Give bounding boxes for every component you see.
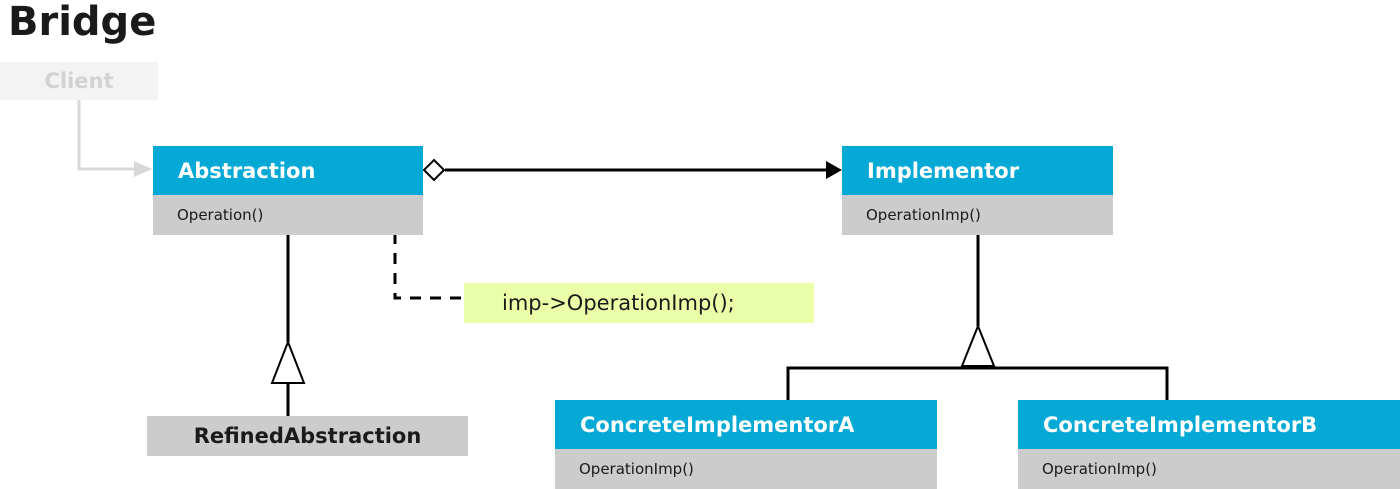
client-arrow-head xyxy=(134,161,152,177)
concrete-branch-line xyxy=(786,366,1169,400)
concrete-implementor-a-operation: OperationImp() xyxy=(555,449,937,489)
implementor-class-name: Implementor xyxy=(842,146,1113,195)
aggregation-diamond xyxy=(422,158,446,182)
concrete-implementor-b-name: ConcreteImplementorB xyxy=(1018,400,1400,449)
client-to-abstraction-line xyxy=(77,100,138,171)
refined-abstraction-class: RefinedAbstraction xyxy=(147,416,468,456)
implementor-operation: OperationImp() xyxy=(842,195,1113,235)
client-box: Client xyxy=(0,62,158,100)
refined-inheritance-triangle xyxy=(270,339,306,384)
concrete-implementor-a-name: ConcreteImplementorA xyxy=(555,400,937,449)
implementation-note: imp->OperationImp(); xyxy=(464,283,814,323)
abstraction-operation: Operation() xyxy=(153,195,423,235)
note-dashed-line xyxy=(393,233,464,300)
abstraction-class: Abstraction Operation() xyxy=(153,146,423,235)
concrete-implementor-b-class: ConcreteImplementorB OperationImp() xyxy=(1018,400,1400,489)
diagram-title: Bridge xyxy=(8,0,157,45)
aggregation-arrow-head xyxy=(826,161,842,179)
concrete-implementor-a-class: ConcreteImplementorA OperationImp() xyxy=(555,400,937,489)
concrete-implementor-b-operation: OperationImp() xyxy=(1018,449,1400,489)
implementor-inheritance-triangle xyxy=(960,323,996,367)
implementor-class: Implementor OperationImp() xyxy=(842,146,1113,235)
abstraction-class-name: Abstraction xyxy=(153,146,423,195)
